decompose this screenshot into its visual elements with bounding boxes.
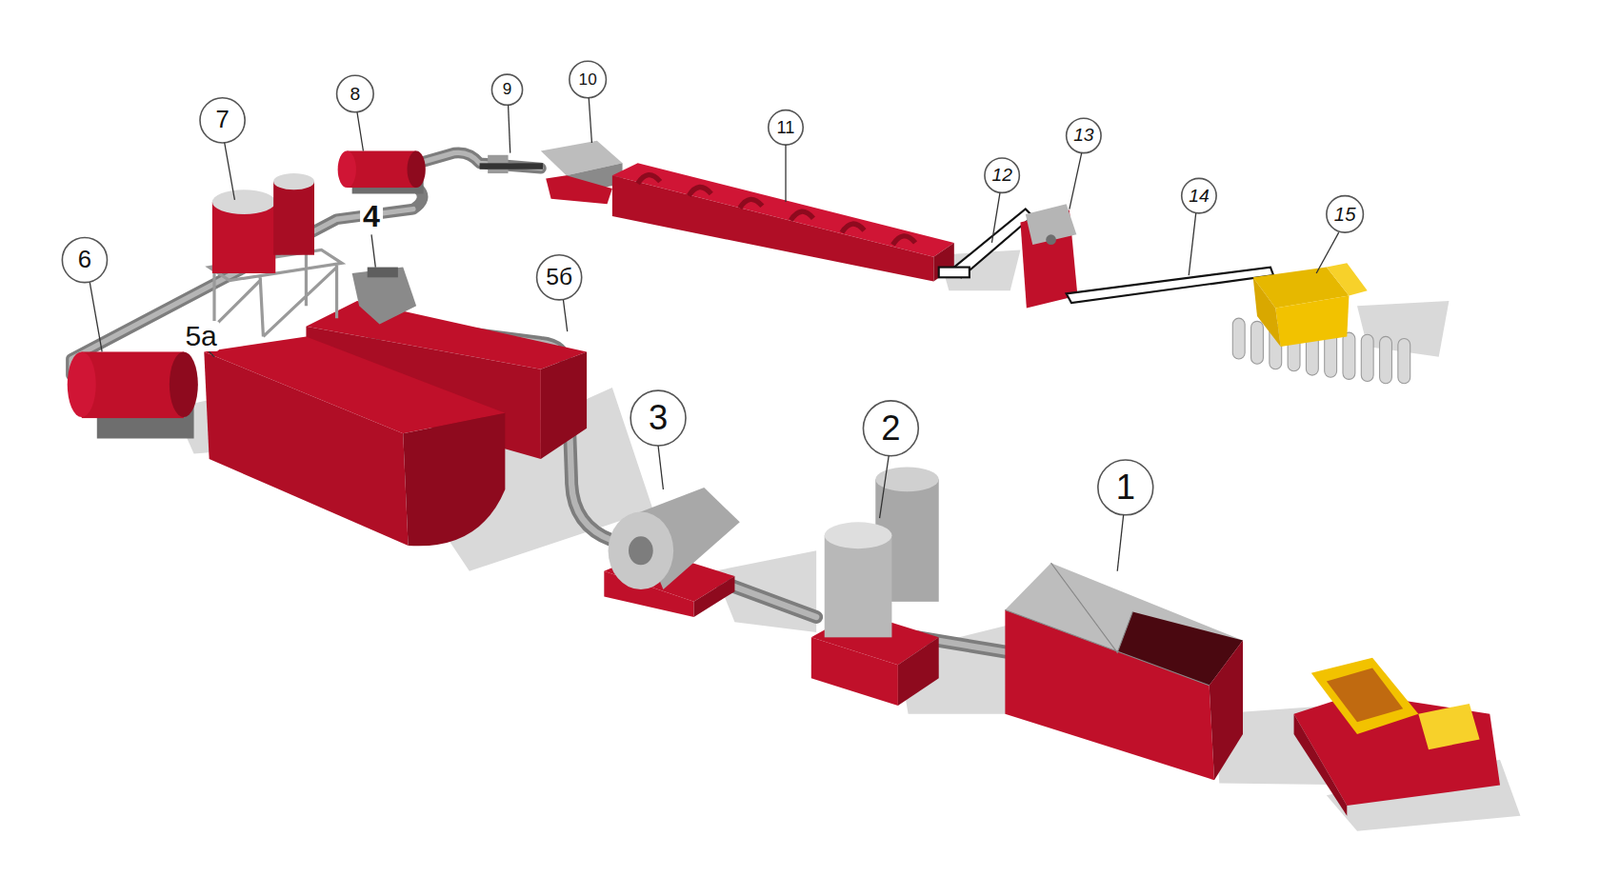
callout-number: 3	[648, 400, 668, 436]
callout-number: 4	[360, 200, 383, 233]
callout-number: 15	[1334, 204, 1357, 224]
callout-number: 1	[1116, 470, 1136, 505]
callout-number: 12	[991, 166, 1012, 185]
callout-number: 14	[1188, 186, 1209, 205]
callout-number: 8	[349, 84, 360, 103]
callout-number: 13	[1073, 126, 1094, 145]
callout-number: 9	[502, 81, 513, 99]
callout-number: 11	[777, 119, 796, 137]
callout-number: 5а	[181, 320, 220, 352]
callout-number: 7	[215, 108, 229, 134]
callout-number: 2	[880, 411, 900, 446]
callout-number: 6	[78, 247, 92, 273]
callout-number: 5б	[545, 265, 573, 290]
callout-number: 10	[579, 71, 598, 88]
